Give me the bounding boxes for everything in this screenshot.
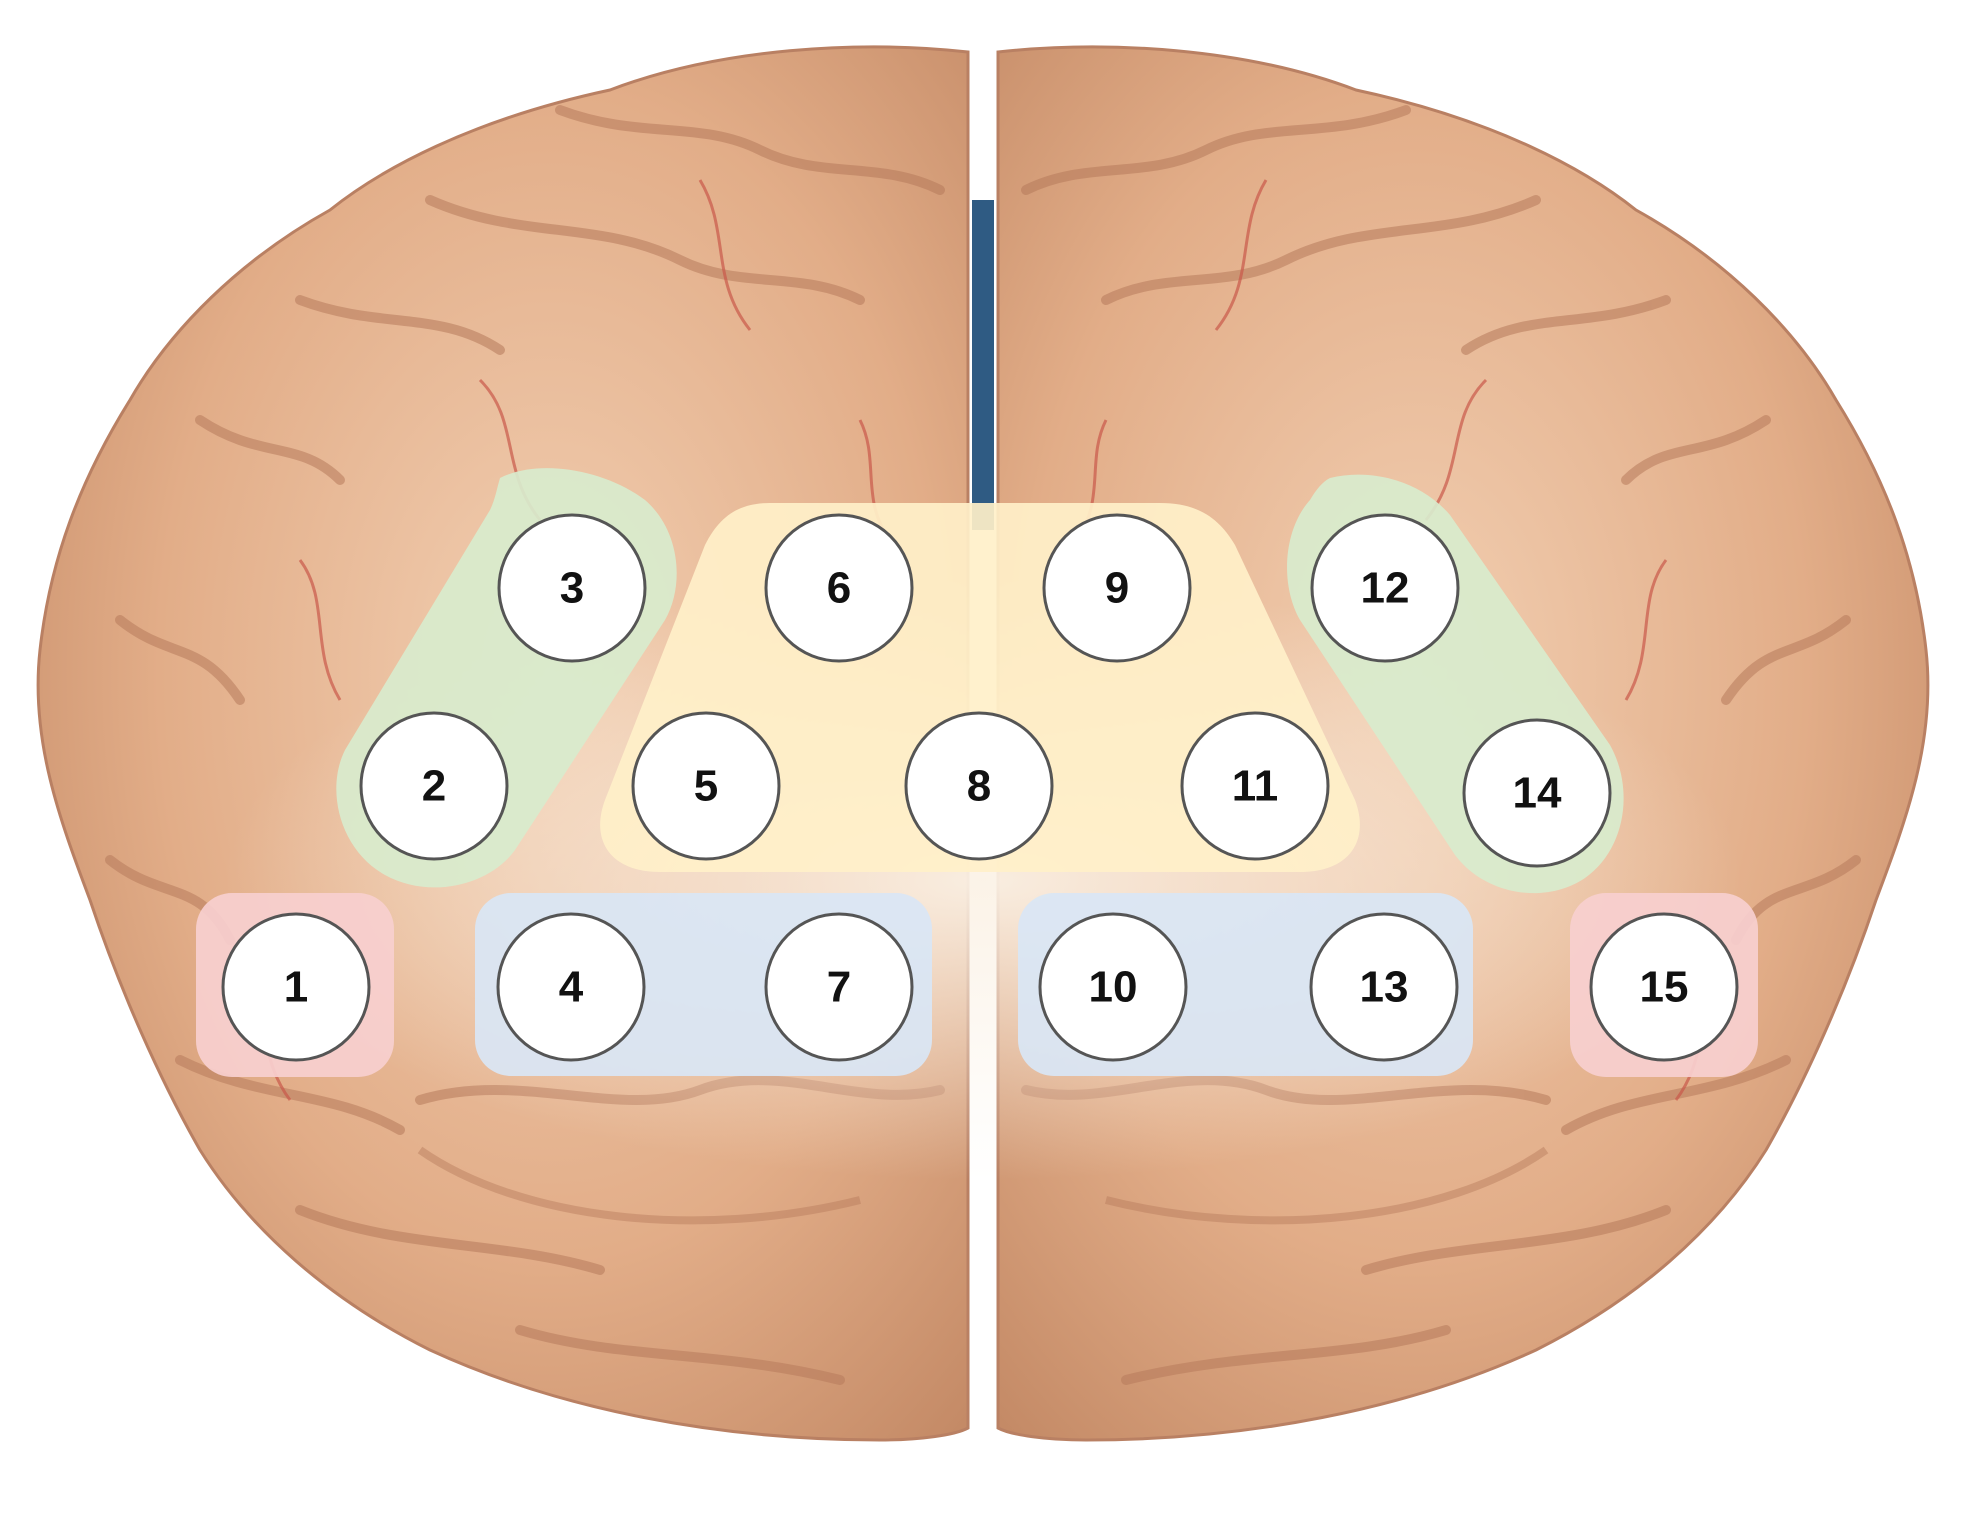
- channel-12: 12: [1310, 513, 1460, 663]
- channel-1: 1: [221, 912, 371, 1062]
- channel-11: 11: [1180, 711, 1330, 861]
- channel-11-label: 11: [1232, 762, 1279, 811]
- channel-5-label: 5: [694, 762, 718, 811]
- channel-15: 15: [1589, 912, 1739, 1062]
- channel-3: 3: [497, 513, 647, 663]
- channel-10: 10: [1038, 912, 1188, 1062]
- channel-9-label: 9: [1105, 564, 1129, 613]
- channel-8-label: 8: [967, 762, 991, 811]
- channel-7: 7: [764, 912, 914, 1062]
- channel-6-label: 6: [827, 564, 851, 613]
- channel-4: 4: [496, 912, 646, 1062]
- channel-2-label: 2: [422, 762, 446, 811]
- channel-13: 13: [1309, 912, 1459, 1062]
- channel-3-label: 3: [560, 564, 584, 613]
- channel-4-label: 4: [559, 963, 584, 1012]
- channel-2: 2: [359, 711, 509, 861]
- channel-5: 5: [631, 711, 781, 861]
- channel-9: 9: [1042, 513, 1192, 663]
- lower-lobes: [417, 1146, 1549, 1225]
- channel-12-label: 12: [1361, 564, 1410, 613]
- channel-15-label: 15: [1640, 963, 1689, 1012]
- channel-6: 6: [764, 513, 914, 663]
- channel-13-label: 13: [1360, 963, 1409, 1012]
- channel-7-label: 7: [827, 963, 851, 1012]
- channel-1-label: 1: [284, 963, 308, 1012]
- channels: 1 2 3 4 5 6 7 8: [221, 513, 1739, 1062]
- midline-gap: [972, 200, 994, 530]
- channel-14: 14: [1462, 718, 1612, 868]
- channel-8: 8: [904, 711, 1054, 861]
- channel-10-label: 10: [1089, 963, 1138, 1012]
- channel-14-label: 14: [1513, 769, 1562, 818]
